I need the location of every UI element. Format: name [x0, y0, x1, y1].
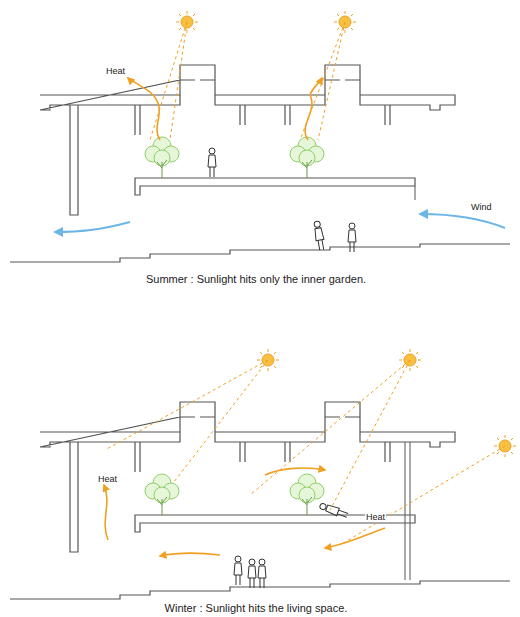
wind-label: Wind — [470, 202, 493, 212]
summer-section — [10, 11, 510, 262]
heat-label: Heat — [365, 512, 386, 522]
heat-label: Heat — [105, 66, 126, 76]
heat-label: Heat — [97, 474, 118, 484]
caption: Winter : Sunlight hits the living space. — [0, 602, 516, 614]
caption: Summer : Sunlight hits only the inner ga… — [0, 273, 516, 285]
winter-section — [10, 349, 516, 599]
